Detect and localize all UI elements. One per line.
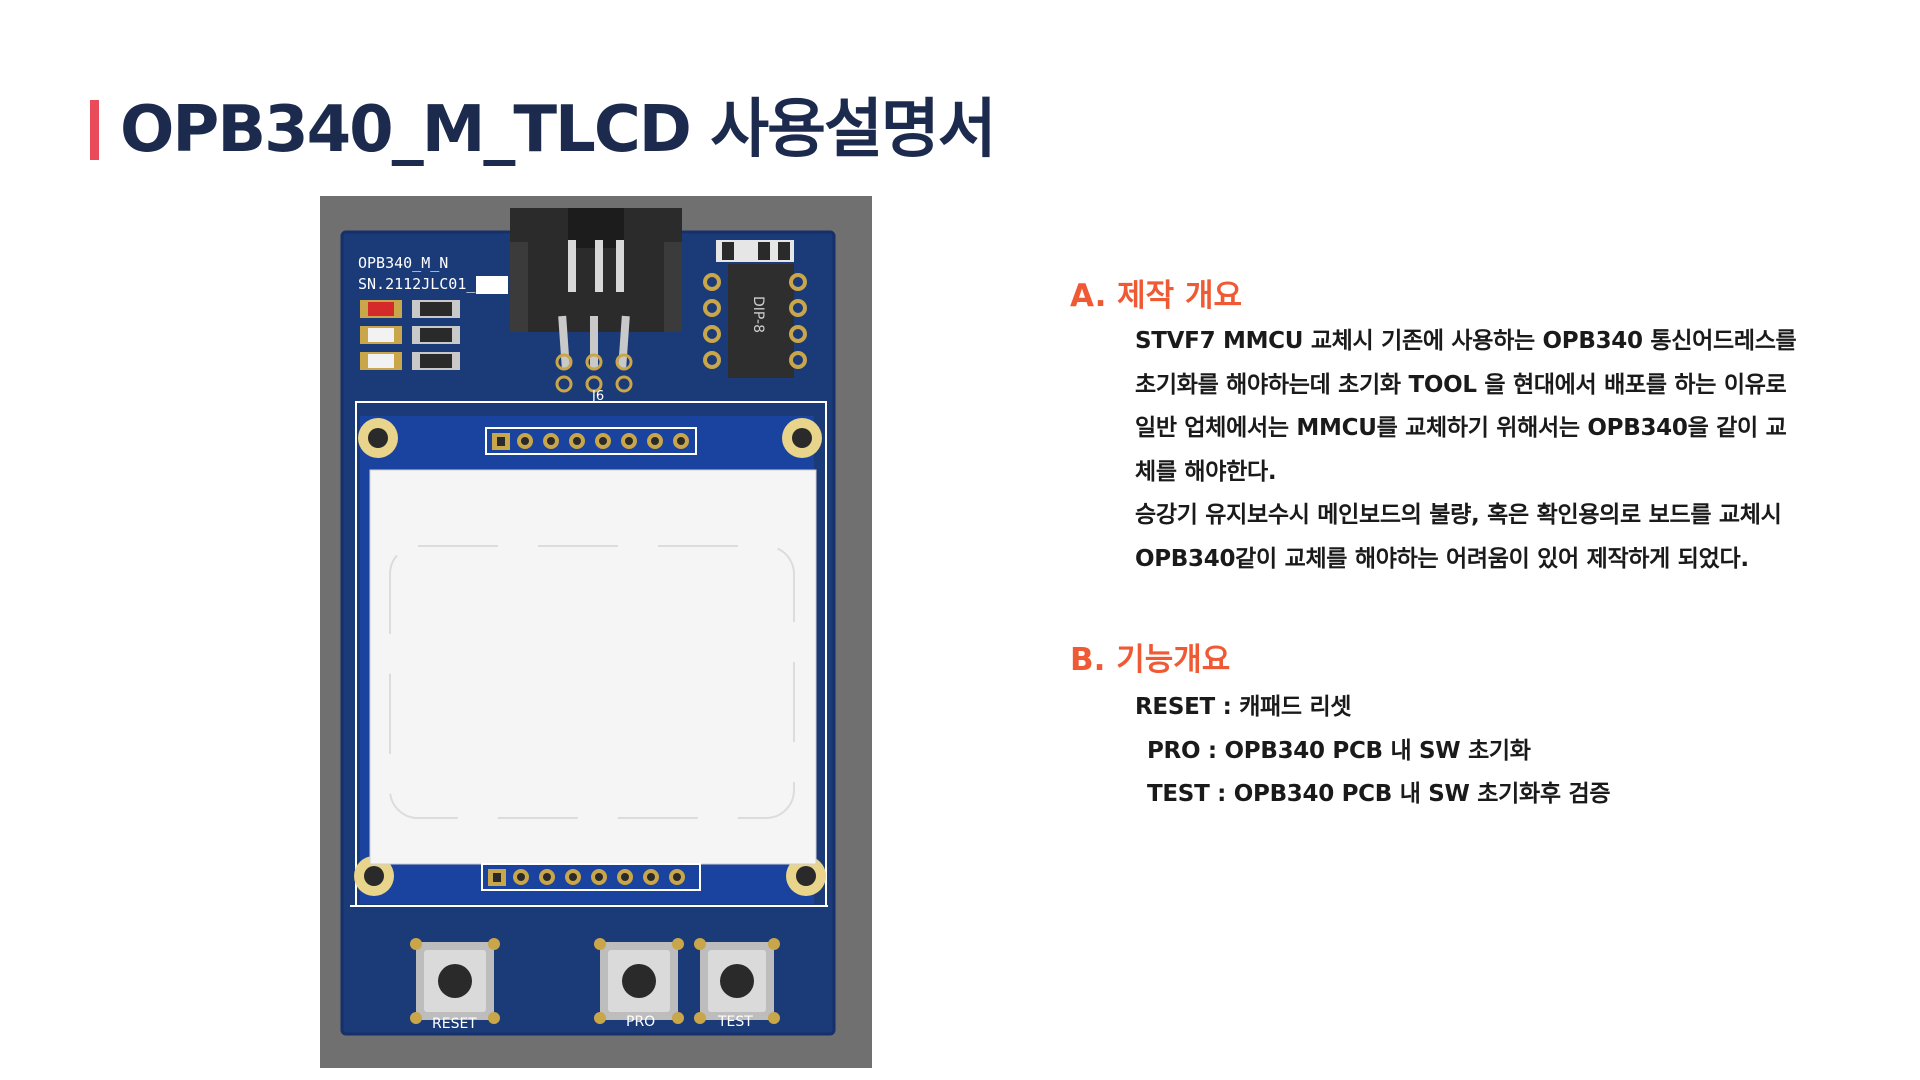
pcb-photo: OPB340_M_N SN.2112JLC01_ <box>320 196 872 1068</box>
section-b-heading: B. 기능개요 <box>1070 642 1231 678</box>
section-a-heading: A. 제작 개요 <box>1070 278 1243 314</box>
serial-box <box>476 276 508 294</box>
pcb-render: OPB340_M_N SN.2112JLC01_ <box>340 208 836 1036</box>
title-accent-bar <box>90 100 99 160</box>
bottom-pin-header <box>481 863 701 891</box>
reset-switch <box>410 938 500 1024</box>
section-a-line: STVF7 MMCU 교체시 기존에 사용하는 OPB340 통신어드레스를 <box>1135 328 1797 354</box>
pro-switch <box>594 938 684 1024</box>
section-a-line: 일반 업체에서는 MMCU를 교체하기 위해서는 OPB340을 같이 교 <box>1135 415 1787 441</box>
reset-label: RESET <box>432 1016 477 1032</box>
section-a-line: 승강기 유지보수시 메인보드의 불량, 혹은 확인용의로 보드를 교체시 <box>1135 502 1782 528</box>
pro-label: PRO <box>626 1014 655 1030</box>
top-pin-header <box>485 427 697 455</box>
function-reset: RESET : 캐패드 리셋 <box>1135 694 1352 720</box>
model-label: OPB340_M_N <box>358 254 448 272</box>
lcd-active-area <box>389 545 795 819</box>
connector-label: J6 <box>591 389 604 404</box>
box-header-connector: J6 <box>510 208 682 404</box>
serial-label: SN.2112JLC01_ <box>358 275 476 293</box>
section-a-line: OPB340같이 교체를 해야하는 어려움이 있어 제작하게 되었다. <box>1135 545 1749 572</box>
lcd-screen <box>369 469 817 865</box>
section-a-body: STVF7 MMCU 교체시 기존에 사용하는 OPB340 통신어드레스를 초… <box>1135 320 1895 581</box>
chip-label: DIP-8 <box>750 296 766 333</box>
section-b-body: RESET : 캐패드 리셋 PRO : OPB340 PCB 내 SW 초기화… <box>1135 686 1610 817</box>
function-pro: PRO : OPB340 PCB 내 SW 초기화 <box>1147 737 1531 764</box>
dip8-chip: DIP-8 <box>703 240 807 378</box>
section-a-line: 초기화를 해야하는데 초기화 TOOL 을 현대에서 배포를 하는 이유로 <box>1135 371 1787 398</box>
section-a-line: 체를 해야한다. <box>1135 458 1277 485</box>
test-label: TEST <box>717 1014 753 1030</box>
smd-components <box>360 300 460 370</box>
test-switch <box>694 938 780 1024</box>
mounting-holes <box>354 418 826 896</box>
function-test: TEST : OPB340 PCB 내 SW 초기화후 검증 <box>1147 781 1611 807</box>
page-title: OPB340_M_TLCD 사용설명서 <box>120 93 997 167</box>
